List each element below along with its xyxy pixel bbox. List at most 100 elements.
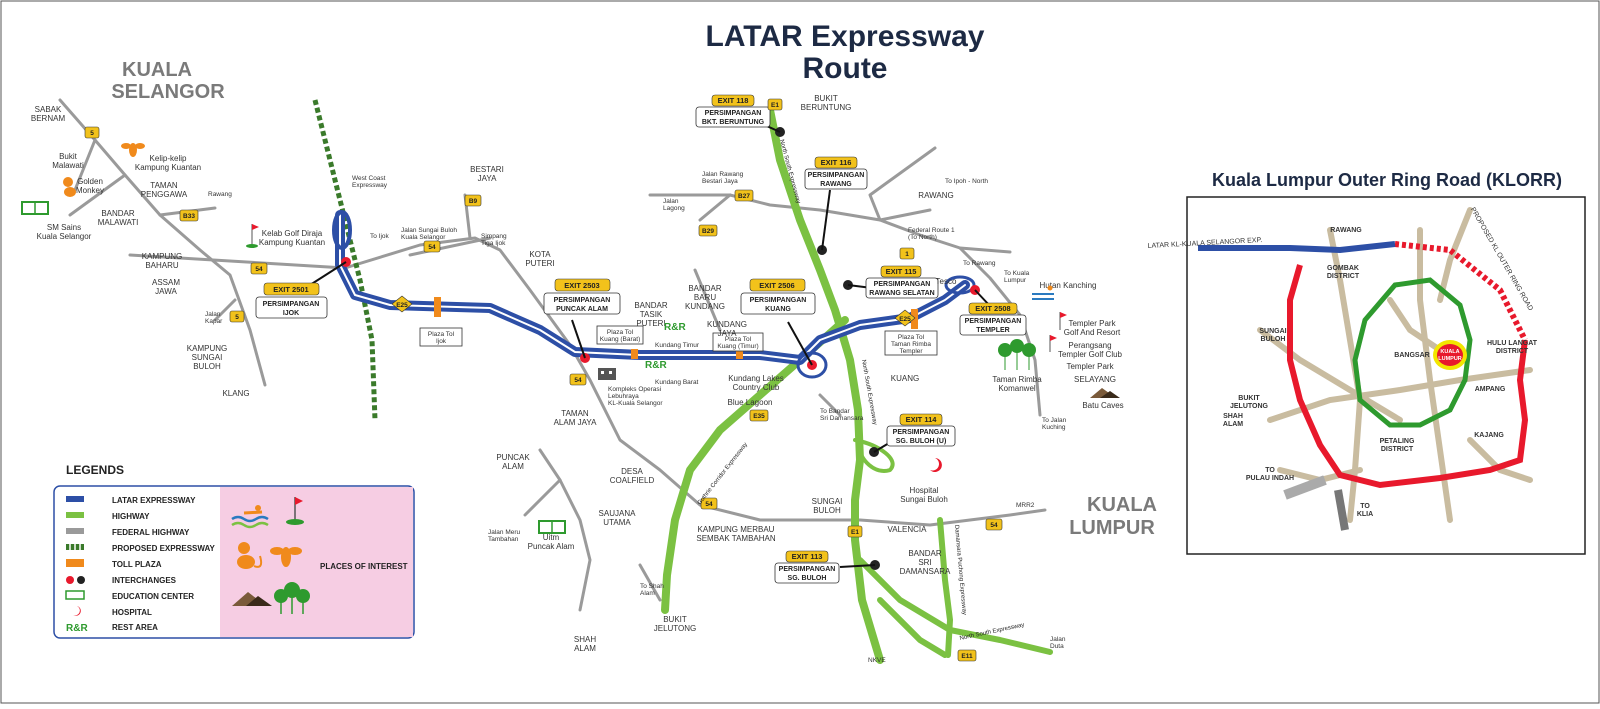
places-blue_lagoon-label: Blue Lagoon <box>728 398 773 407</box>
route_shields-r54-label: 54 <box>990 522 998 529</box>
places-perangsang-1-label: Templer Golf Club <box>1058 350 1123 359</box>
places-taman_penggawa-0-label: TAMAN <box>150 181 178 190</box>
exit-2506-name-2: KUANG <box>765 306 791 313</box>
kuang-loop <box>796 351 828 379</box>
places-jalan_rawang-0-label: Jalan Rawang <box>702 171 744 178</box>
places-kompleks-1-label: Lebuhraya <box>608 393 639 400</box>
latar-expressway <box>335 210 970 365</box>
places-bandar_malawati-0-label: BANDAR <box>101 209 135 218</box>
exit-114-name-1: PERSIMPANGAN <box>893 429 950 436</box>
places-bandar_sri_damansara-1-label: SRI <box>918 558 931 567</box>
exit-2503-name-1: PERSIMPANGAN <box>554 297 611 304</box>
places-simpang_tiga-0-label: Simpang <box>481 233 507 240</box>
places-saujana_utama-1-label: UTAMA <box>603 518 631 527</box>
places-jalan_meru-0-label: Jalan Meru <box>488 529 521 536</box>
toll-plaza-labels: Plaza Tol Ijok Plaza Tol Kuang (Barat) P… <box>419 325 938 356</box>
legend-row-interchange: INTERCHANGES <box>66 576 177 585</box>
places-to_ipoh_north-label: To Ipoh - North <box>945 178 988 185</box>
region-kuala-lumpur-1: KUALA <box>1087 494 1157 516</box>
legend-golf-icon <box>286 497 304 525</box>
inset-gombak-1: GOMBAK <box>1327 265 1359 272</box>
places-selayang-label: SELAYANG <box>1074 375 1116 384</box>
places-taman_alam_jaya-0-label: TAMAN <box>561 409 589 418</box>
shield-e25-east: E25 <box>894 309 916 327</box>
exit-2501-badge: EXIT 2501 PERSIMPANGAN IJOK <box>255 282 328 319</box>
places-bestari_jaya-1-label: JAYA <box>478 174 497 183</box>
places-puncak_alam-0-label: PUNCAK <box>496 453 530 462</box>
places-federal_route_1-1-label: (To North) <box>908 234 937 241</box>
legend-items-3-label: PROPOSED EXPRESSWAY <box>112 544 216 553</box>
places-rawang_left-label: Rawang <box>208 191 232 198</box>
shield-b29: B29 <box>698 224 718 237</box>
toll-plaza-templer-marker <box>911 309 918 329</box>
exit-2506-badge: EXIT 2506 PERSIMPANGAN KUANG <box>740 278 816 315</box>
places-kelip_kelip-0-label: Kelip-kelip <box>150 154 187 163</box>
legend-items-6-label: EDUCATION CENTER <box>112 592 194 601</box>
legend-row-education: EDUCATION CENTER <box>65 590 194 601</box>
inset-outer-ring <box>1287 264 1529 489</box>
route_shields-r54-label: 54 <box>428 244 436 251</box>
toll-kuang-barat-2: Kuang (Barat) <box>600 336 640 343</box>
legend-items-7-label: HOSPITAL <box>112 608 152 617</box>
route_shields-b33-label: B33 <box>183 213 195 220</box>
shield-5-north: 5 <box>84 126 100 139</box>
shield-b9: B9 <box>464 194 482 207</box>
places-jalan_rawang-1-label: Bestari Jaya <box>702 178 738 185</box>
exit-115-num: EXIT 115 <box>886 267 917 276</box>
shield-e1-north: E1 <box>767 98 783 111</box>
klorr-inset: Kuala Lumpur Outer Ring Road (KLORR) KUA… <box>1147 170 1586 555</box>
places-kundang_lakes-0-label: Kundang Lakes <box>728 374 784 383</box>
legend-rest_area_icon-label: R&R <box>645 360 667 371</box>
route_shields-e11-label: E11 <box>961 653 973 660</box>
inset-rawang: RAWANG <box>1330 227 1362 234</box>
toll-plazas <box>434 297 918 359</box>
places-jalan_meru-1-label: Tambahan <box>488 536 519 543</box>
places-hutan_kanching-label: Hutan Kanching <box>1040 281 1097 290</box>
exit-115-name-2: RAWANG SELATAN <box>869 290 934 297</box>
map-icons: R&R R&R <box>21 143 1120 534</box>
places-bandar_sri_damansara-0-label: BANDAR <box>908 549 942 558</box>
toll-plaza-ijok-marker <box>434 297 441 317</box>
region-kuala-selangor-2: SELANGOR <box>111 81 225 103</box>
inset-petaling-1: PETALING <box>1380 438 1415 445</box>
legend-row-proposed: PROPOSED EXPRESSWAY <box>66 544 216 553</box>
places-sungai_buloh-0-label: SUNGAI <box>812 497 843 506</box>
places-bukit_jelutong-0-label: BUKIT <box>663 615 687 624</box>
places-saujana_utama-0-label: SAUJANA <box>599 509 637 518</box>
places-hospital-0-label: Hospital <box>910 486 939 495</box>
places-kampung_merbau-1-label: SEMBAK TAMBAHAN <box>696 534 776 543</box>
places-sm_sains-1-label: Kuala Selangor <box>37 232 92 241</box>
places-valencia-label: VALENCIA <box>888 525 928 534</box>
exit-118-badge: EXIT 118 PERSIMPANGAN BKT. BERUNTUNG <box>695 94 771 128</box>
exit-2506-name-1: PERSIMPANGAN <box>750 297 807 304</box>
places-uitm-1-label: Puncak Alam <box>528 542 575 551</box>
places-to_shah_alam-1-label: Alam <box>640 590 655 597</box>
places-bukit_beruntung-1-label: BERUNTUNG <box>801 103 852 112</box>
templer-loop <box>944 275 976 295</box>
places-taman_penggawa-1-label: PENGGAWA <box>141 190 188 199</box>
places-hospital-1-label: Sungai Buloh <box>900 495 948 504</box>
inset-ampang: AMPANG <box>1475 386 1506 393</box>
legend-firefly-icon <box>270 547 302 567</box>
toll-kuang-timur-1: Plaza Tol <box>725 336 752 343</box>
ijok-loop <box>332 210 352 250</box>
toll-ijok-2: Ijok <box>436 338 447 345</box>
exit-114-num: EXIT 114 <box>906 415 938 424</box>
toll-templer-2: Taman Rimba <box>891 341 931 348</box>
legend: LEGENDS LATAR EXPRESSWAY HIGHWAY FEDERAL… <box>53 463 415 639</box>
inset-shah-alam-2: ALAM <box>1223 421 1243 428</box>
firefly-icon <box>121 143 145 157</box>
places-jalan_duta-0-label: Jalan <box>1050 636 1066 643</box>
route_shields-b9-label: B9 <box>469 198 478 205</box>
toll-kuang-barat-1: Plaza Tol <box>607 329 634 336</box>
exit-2508-num: EXIT 2508 <box>975 304 1010 313</box>
route_shields-r54-label: 54 <box>705 501 713 508</box>
places-kundang_barat-label: Kundang Barat <box>655 379 699 386</box>
exit-2503-badge: EXIT 2503 PERSIMPANGAN PUNCAK ALAM <box>543 278 621 315</box>
places-west_coast-0-label: West Coast <box>352 175 386 182</box>
places-kota_puteri-1-label: PUTERI <box>525 259 554 268</box>
inset-gombak-2: DISTRICT <box>1327 273 1360 280</box>
